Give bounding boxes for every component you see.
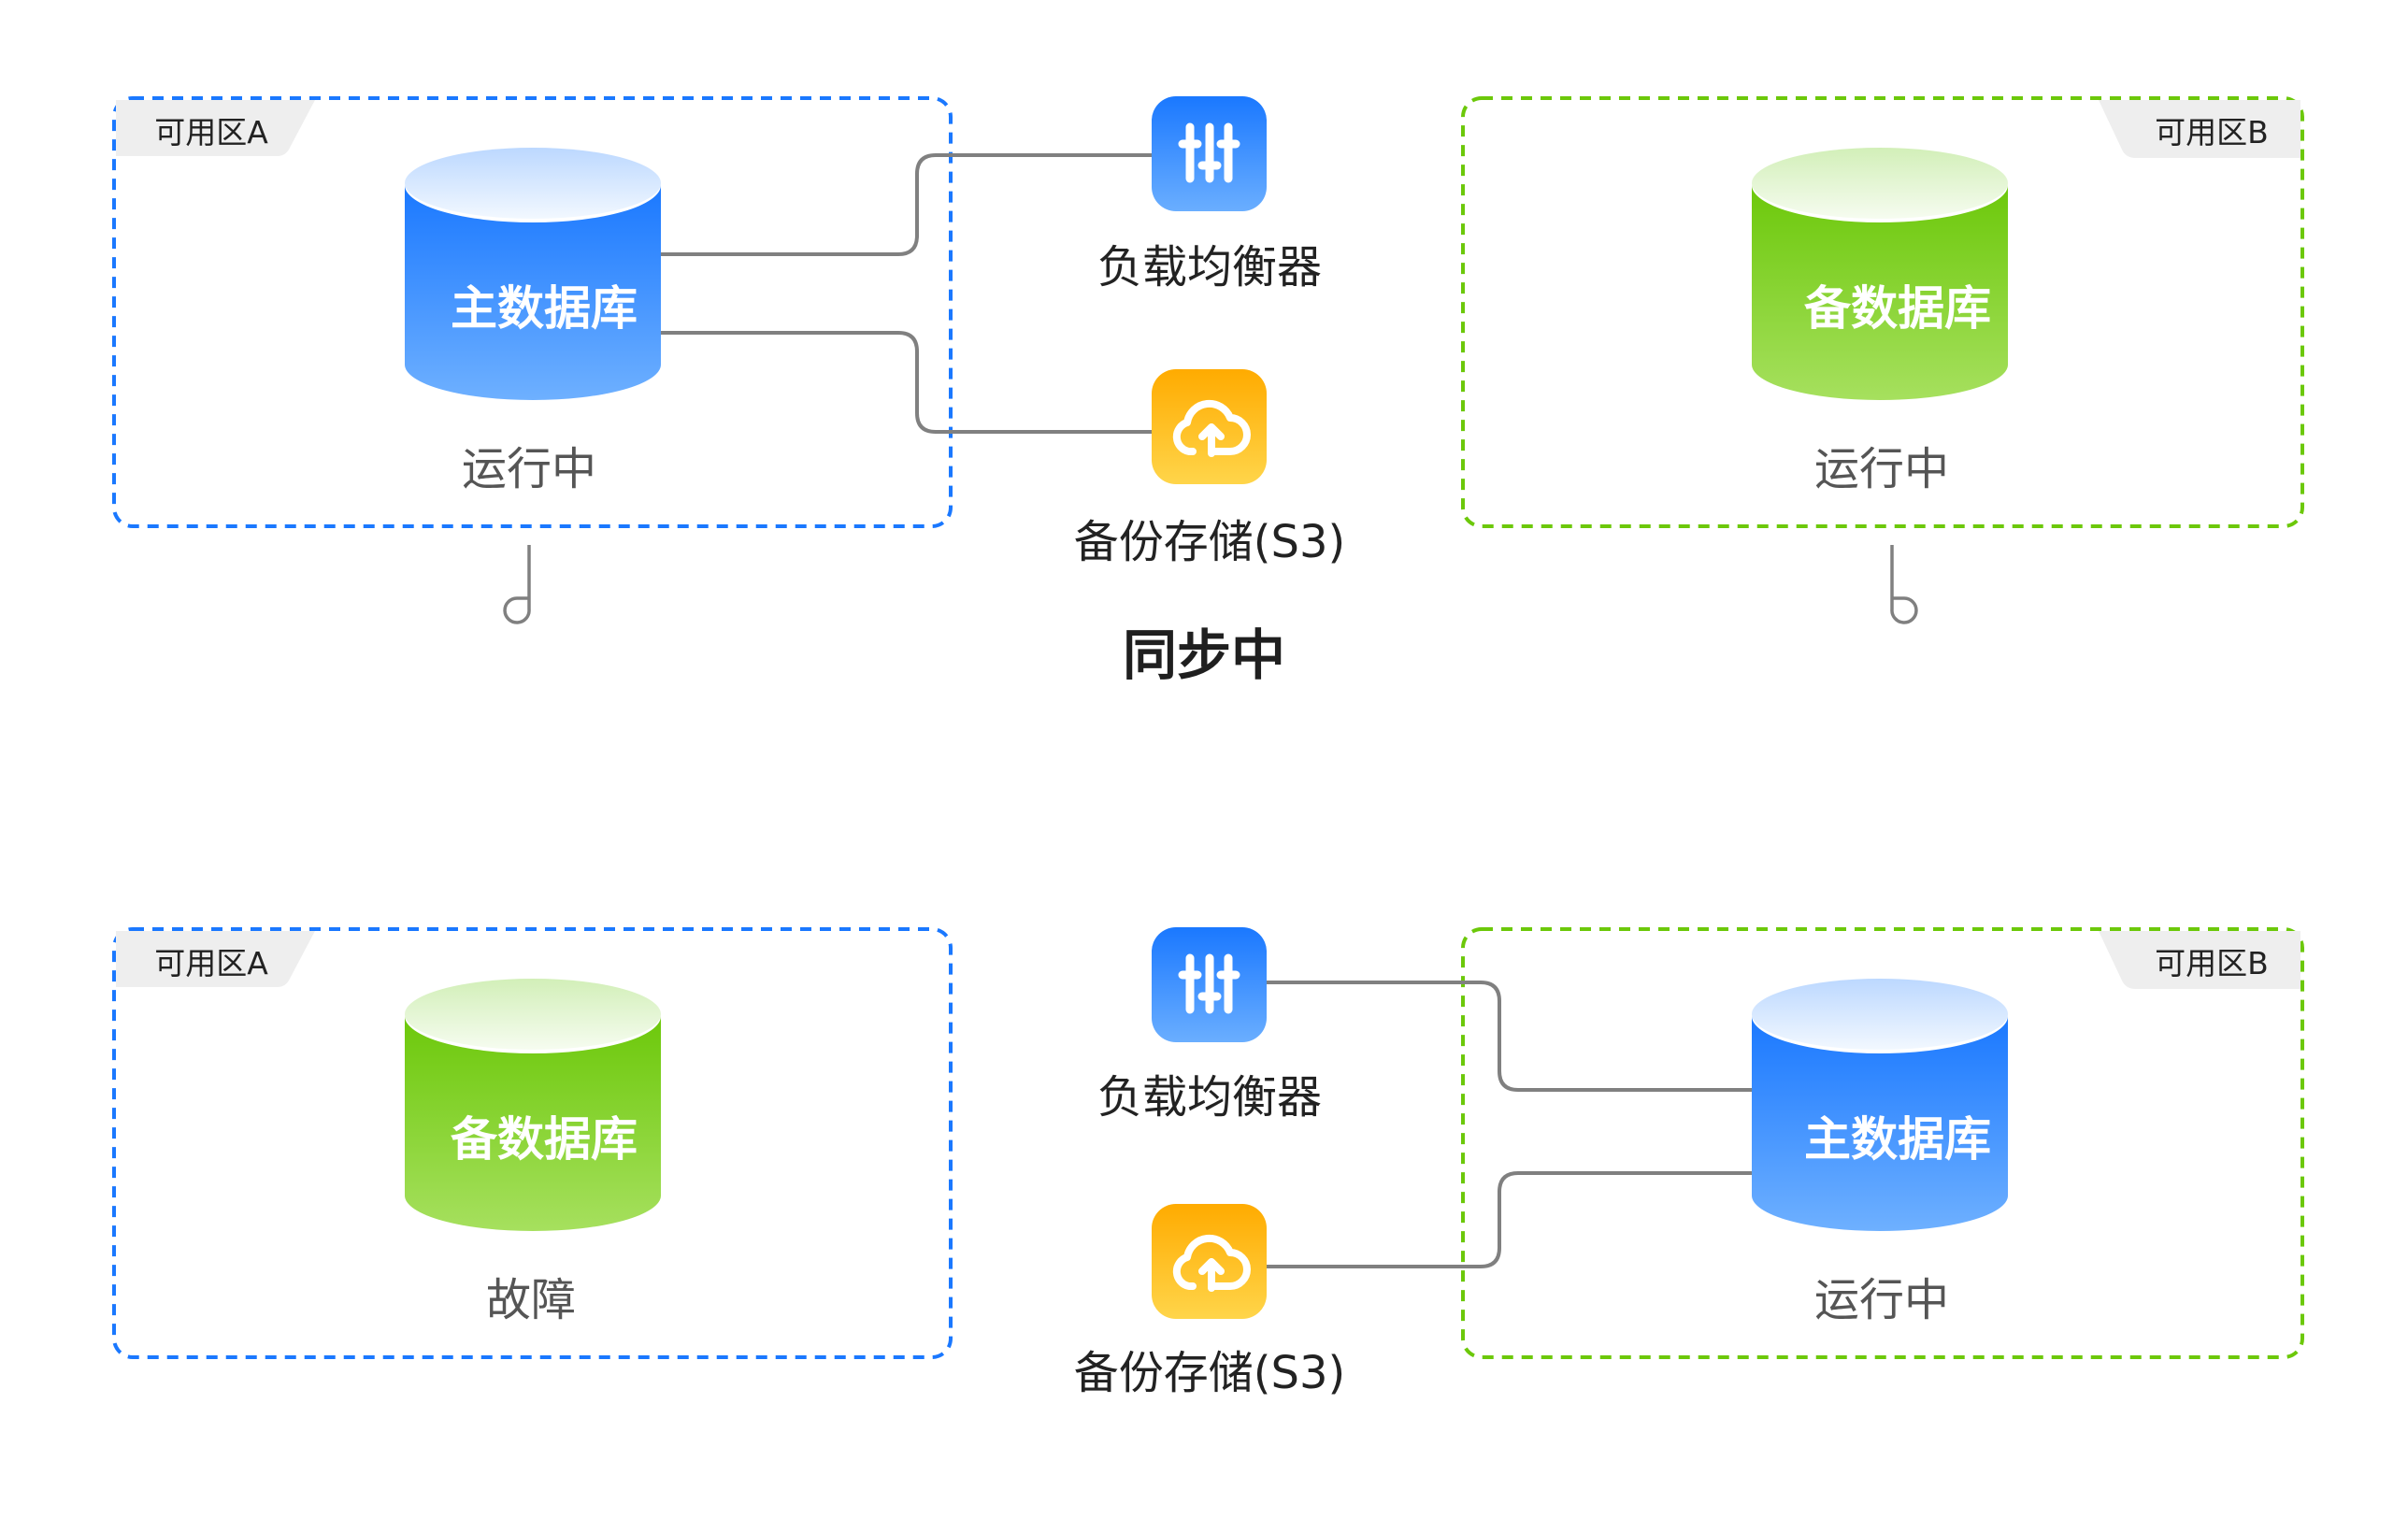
new-primary-db-title: 主数据库 <box>1804 1112 1991 1167</box>
sliders-icon <box>1178 953 1240 1014</box>
zone-b-label: 可用区B <box>2155 114 2269 150</box>
replication-status: 同步中 <box>1122 623 1286 687</box>
zone-b-tab <box>2099 100 2300 158</box>
zone-b <box>1461 96 2304 528</box>
zone-a-failover <box>112 927 953 1359</box>
cloud-upload-icon <box>1172 1234 1251 1292</box>
zone-a-tab <box>116 100 315 156</box>
standby-db-status: 运行中 <box>1813 443 1950 495</box>
new-primary-db-status: 运行中 <box>1813 1274 1950 1326</box>
standby-database-cylinder[interactable] <box>1752 148 2008 400</box>
connector-s3-to-primary <box>661 331 1152 434</box>
zone-a-label: 可用区A <box>154 114 268 150</box>
sync-drop-left <box>503 545 531 624</box>
cloud-upload-icon <box>1172 399 1251 457</box>
replication-link <box>503 545 1918 624</box>
primary-db-status: 运行中 <box>461 443 597 495</box>
standby-db-title: 备数据库 <box>1804 281 1991 336</box>
zone-a-border <box>112 927 953 1359</box>
standby-database-cylinder-failed[interactable] <box>405 979 661 1231</box>
zone-a-tab <box>116 931 315 987</box>
zone-b-border <box>1461 96 2304 528</box>
zone-a-label-failover: 可用区A <box>154 945 268 981</box>
zone-b-border <box>1461 927 2304 1359</box>
sliders-icon <box>1178 122 1240 183</box>
zone-b-tab <box>2099 931 2300 989</box>
load-balancer-label-failover: 负载均衡器 <box>1096 1071 1323 1124</box>
backup-storage-node[interactable] <box>1152 369 1267 484</box>
zone-a-border <box>112 96 953 528</box>
failed-db-status: 故障 <box>485 1274 577 1326</box>
scenario-failover <box>112 927 2304 1359</box>
sync-drop-right <box>1890 545 1918 624</box>
load-balancer-node-failover[interactable] <box>1152 927 1267 1042</box>
zone-a <box>112 96 953 528</box>
connector-s3-to-primary-b <box>1267 1171 1753 1268</box>
zone-b-label-failover: 可用区B <box>2155 945 2269 981</box>
backup-storage-label-failover: 备份存储(S3) <box>1073 1347 1346 1399</box>
primary-database-cylinder-b[interactable] <box>1752 979 2008 1231</box>
failed-db-title: 备数据库 <box>451 1112 638 1167</box>
connector-lb-to-primary <box>661 153 1152 256</box>
connector-lb-to-primary-b <box>1267 981 1753 1092</box>
load-balancer-node[interactable] <box>1152 96 1267 211</box>
backup-storage-label: 备份存储(S3) <box>1073 516 1346 568</box>
scenario-normal <box>112 96 2304 624</box>
backup-storage-node-failover[interactable] <box>1152 1204 1267 1319</box>
primary-db-title: 主数据库 <box>451 281 638 336</box>
primary-database-cylinder[interactable] <box>405 148 661 400</box>
load-balancer-label: 负载均衡器 <box>1096 241 1323 294</box>
zone-b-failover <box>1461 927 2304 1359</box>
